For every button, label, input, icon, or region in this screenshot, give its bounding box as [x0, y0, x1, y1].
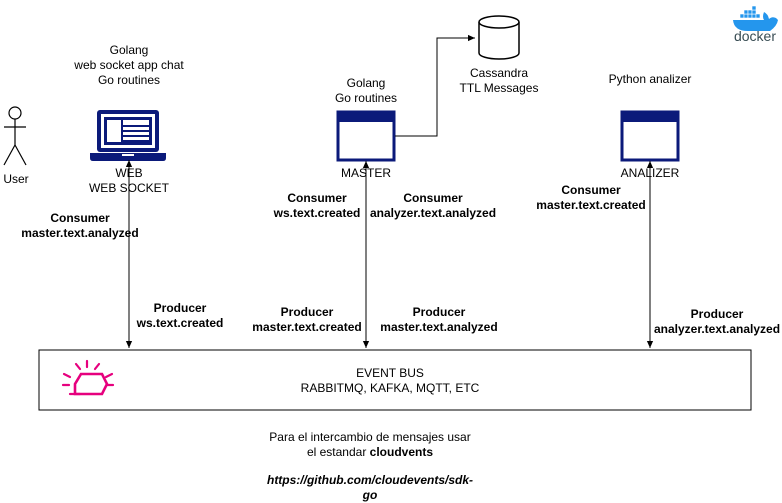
cassandra-label: Cassandra TTL Messages: [459, 66, 539, 95]
master-window-icon: [336, 110, 396, 162]
sdk-go-link[interactable]: https://github.com/cloudevents/sdk- go: [266, 473, 473, 502]
analizer-window-icon: [620, 110, 680, 162]
master-consumer-right-label: Consumer analyzer.text.analyzed: [369, 191, 497, 220]
master-producer-left-label: Producer master.text.created: [252, 305, 362, 334]
web-laptop-icon: [90, 110, 166, 161]
master-producer-right-label: Producer master.text.analyzed: [380, 305, 498, 334]
master-to-cassandra-arrow: [395, 34, 475, 137]
user-label: User: [3, 172, 29, 186]
analizer-label: ANALIZER: [620, 166, 680, 180]
user-actor-icon: [3, 106, 27, 166]
web-producer-label: Producer ws.text.created: [136, 301, 224, 330]
web-label: WEB WEB SOCKET: [88, 166, 169, 195]
event-bus-box: [38, 349, 752, 411]
web-caption: Golang web socket app chat Go routines: [74, 43, 184, 87]
analizer-caption: Python analizer: [608, 72, 692, 86]
master-consumer-left-label: Consumer ws.text.created: [273, 191, 361, 220]
docker-logo-text: docker: [734, 28, 776, 44]
cloudvents-term: cloudvents: [369, 445, 434, 459]
event-bus-label: EVENT BUS RABBITMQ, KAFKA, MQTT, ETC: [300, 366, 480, 395]
master-caption: Golang Go routines: [334, 76, 398, 105]
docker-logo-icon: [733, 5, 778, 31]
cloudevents-logo-icon: [61, 359, 115, 396]
cassandra-database-icon: [478, 15, 520, 60]
footer-note: Para el intercambio de mensajes usar el …: [269, 430, 471, 459]
web-consumer-label: Consumer master.text.analyzed: [21, 211, 139, 240]
master-label: MASTER: [340, 166, 391, 180]
analizer-consumer-label: Consumer master.text.created: [536, 183, 646, 212]
analizer-producer-label: Producer analyzer.text.analyzed: [653, 307, 781, 336]
